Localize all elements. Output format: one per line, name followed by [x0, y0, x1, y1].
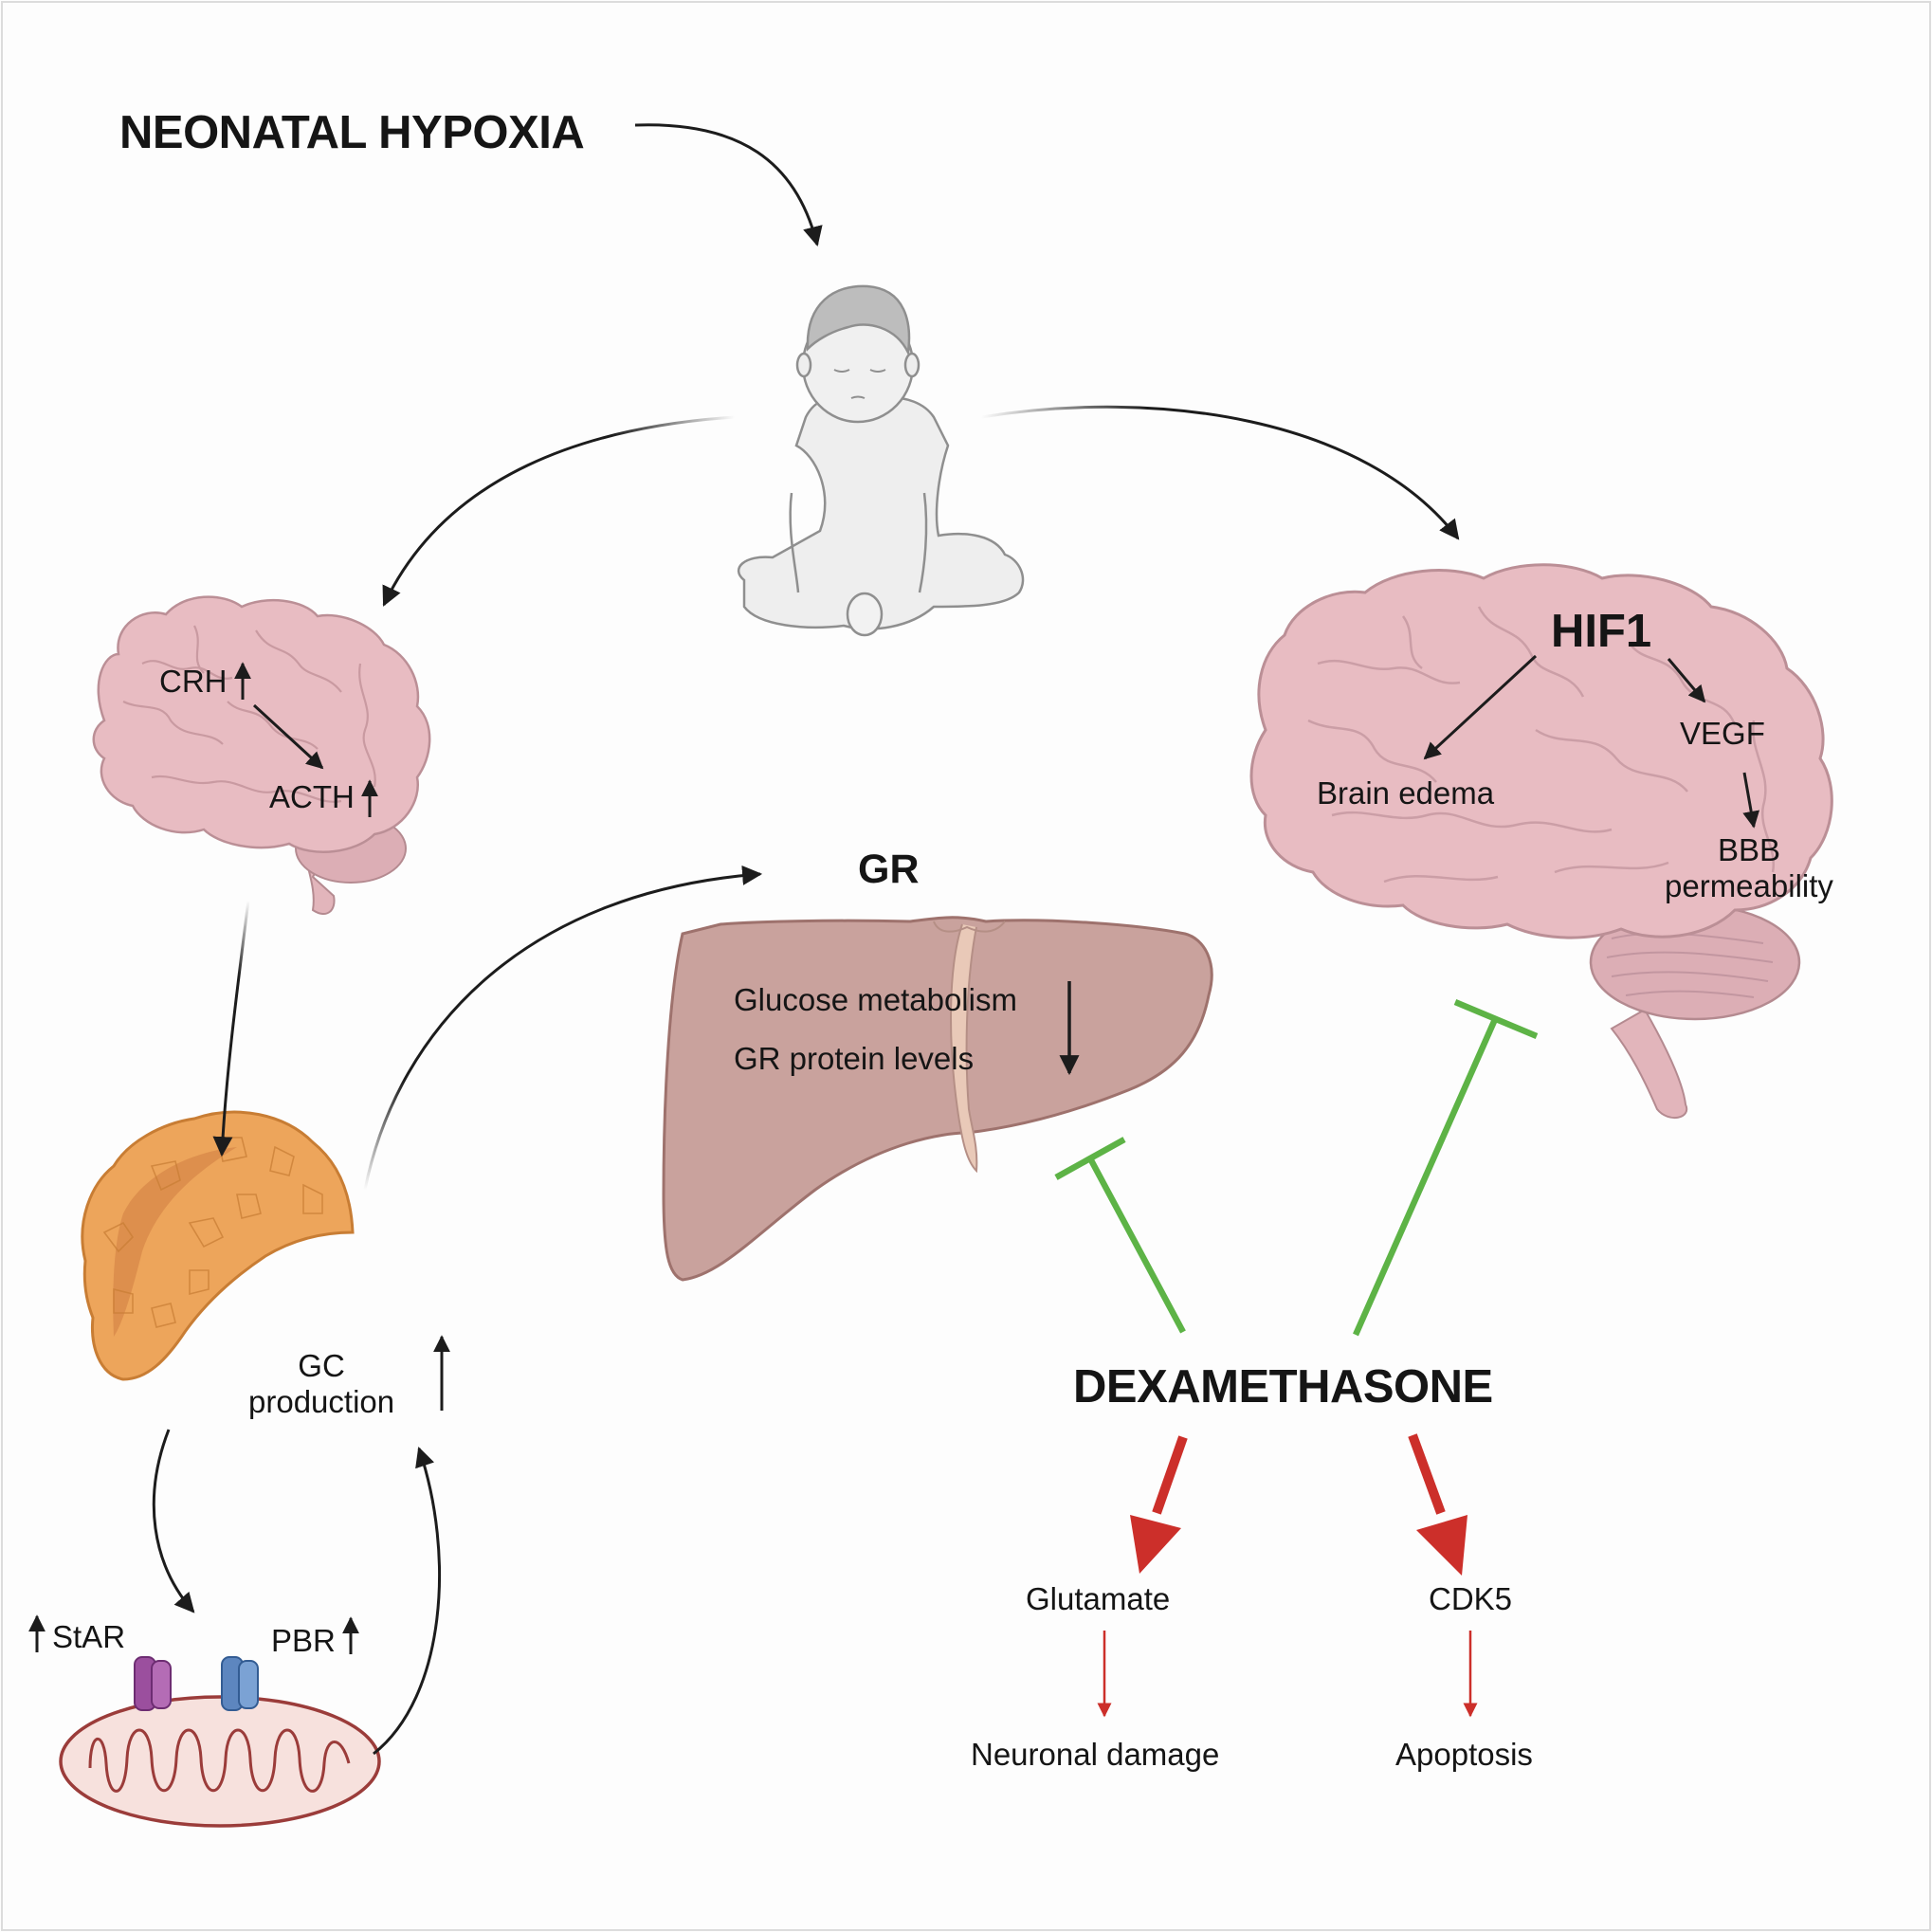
- label-gr-heading: GR: [858, 847, 920, 892]
- arrow-hif1-to-vegf: [1667, 658, 1706, 703]
- label-glutamate: Glutamate: [1026, 1581, 1171, 1616]
- label-glucose-metabolism: Glucose metabolism: [734, 982, 1017, 1017]
- arrow-adrenal-to-mito: [152, 1429, 195, 1613]
- label-vegf: VEGF: [1680, 716, 1765, 751]
- label-apoptosis: Apoptosis: [1395, 1737, 1533, 1772]
- label-brain-edema: Brain edema: [1317, 775, 1495, 811]
- brain-left-illustration: [92, 595, 431, 915]
- infant-illustration: [738, 284, 1025, 637]
- arrow-crh-to-acth: [252, 703, 324, 770]
- arrow-infant-to-left-brain: [382, 415, 736, 607]
- label-neuronal-damage: Neuronal damage: [971, 1737, 1220, 1772]
- arrow-mito-to-gc: [373, 1447, 441, 1756]
- arrow-hif1-to-edema: [1423, 654, 1538, 760]
- inhibit-brain: [1353, 999, 1539, 1337]
- star-protein-icon: [134, 1656, 172, 1711]
- adrenal-gland-illustration: [81, 1110, 355, 1381]
- arrow-adrenal-to-gr: [363, 865, 763, 1191]
- mitochondrion-illustration: [59, 1695, 381, 1828]
- label-bbb-permeability: BBB permeability: [1665, 832, 1833, 903]
- arrow-vegf-to-bbb: [1742, 772, 1760, 829]
- red-arrow-cdk5: [1408, 1433, 1467, 1576]
- arrow-brain-to-adrenal: [212, 900, 250, 1157]
- label-gr-protein-levels: GR protein levels: [734, 1041, 975, 1076]
- label-star: StAR: [52, 1619, 126, 1654]
- liver-illustration: [662, 916, 1213, 1282]
- label-hif1: HIF1: [1551, 606, 1652, 657]
- label-dexamethasone: DEXAMETHASONE: [1073, 1361, 1493, 1413]
- red-arrow-glutamate: [1130, 1435, 1188, 1574]
- inhibit-liver: [1054, 1137, 1186, 1334]
- label-acth: ACTH: [269, 779, 355, 814]
- label-cdk5: CDK5: [1429, 1581, 1513, 1616]
- arrow-hypoxia-to-infant: [634, 123, 823, 247]
- label-pbr: PBR: [271, 1623, 336, 1658]
- pbr-protein-icon: [221, 1656, 259, 1711]
- arrow-infant-to-right-brain: [980, 405, 1460, 540]
- title-neonatal-hypoxia: NEONATAL HYPOXIA: [119, 107, 585, 158]
- label-gc-production: GC production: [248, 1348, 395, 1419]
- brain-right-illustration: [1249, 563, 1833, 1119]
- label-crh: CRH: [159, 664, 228, 699]
